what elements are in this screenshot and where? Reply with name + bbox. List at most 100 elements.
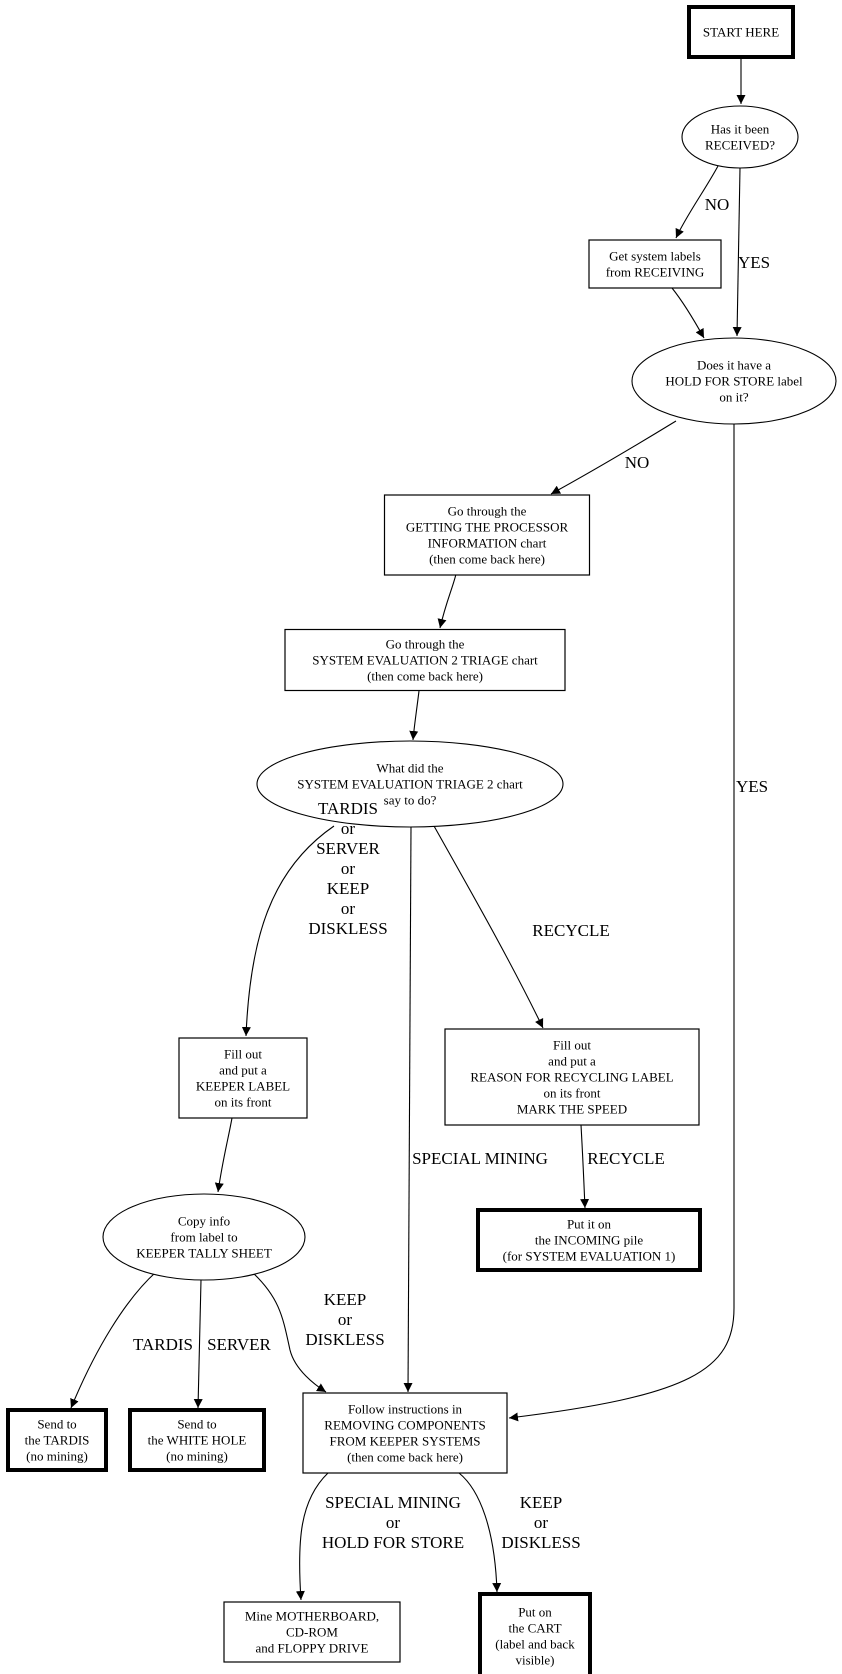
node-label-line: Go through the	[448, 504, 527, 519]
terminal-box	[476, 1208, 702, 1272]
node-label-line: on its front	[543, 1086, 600, 1101]
node-start: START HERE	[687, 5, 795, 59]
edge-label-line: KEEP	[324, 1290, 367, 1309]
node-label-line: and put a	[219, 1063, 267, 1078]
edge-label-copy_info-to-tardis: TARDIS	[133, 1335, 193, 1354]
edge-label-line: DISKLESS	[308, 919, 387, 938]
process-box	[588, 239, 722, 289]
node-label-line: SYSTEM EVALUATION 2 TRIAGE chart	[312, 653, 538, 668]
node-label: START HERE	[703, 25, 779, 40]
node-label-line: (label and back	[495, 1637, 575, 1652]
node-label-line: MARK THE SPEED	[517, 1102, 627, 1117]
node-label-line: Has it been	[711, 122, 770, 137]
edge-label-line: DISKLESS	[501, 1533, 580, 1552]
terminal-box	[128, 1408, 266, 1472]
node-label-line: Copy info	[178, 1214, 230, 1229]
edge-removing-to-mine	[295, 1472, 329, 1601]
edge-label-hold_label-to-removing: YES	[736, 777, 768, 796]
edge-label-line: or	[341, 859, 356, 878]
edge-label-line: TARDIS	[318, 799, 378, 818]
edge-label-recycle_label-to-incoming: RECYCLE	[587, 1149, 664, 1168]
process-box	[178, 1037, 308, 1119]
node-label-line: START HERE	[703, 25, 779, 40]
node-label-line: (no mining)	[26, 1449, 88, 1464]
edge-copy_info-to-tardis	[70, 1271, 157, 1409]
terminal-box	[687, 5, 795, 59]
node-label-line: RECEIVED?	[705, 138, 775, 153]
edge-label-line: YES	[738, 253, 770, 272]
edge-received-to-get_labels	[675, 165, 719, 239]
edge-recycle_label-to-incoming	[580, 1124, 590, 1209]
node-label-line: KEEPER TALLY SHEET	[136, 1246, 272, 1261]
node-label-line: Follow instructions in	[348, 1402, 463, 1417]
edge-label-line: YES	[736, 777, 768, 796]
node-label-line: say to do?	[384, 793, 437, 808]
edge-get_labels-to-hold_label	[671, 287, 705, 339]
edge-label-line: RECYCLE	[532, 921, 609, 940]
edge-processor_info-to-sys_eval_triage	[437, 573, 457, 629]
edge-label-line: or	[341, 819, 356, 838]
node-label-line: KEEPER LABEL	[196, 1079, 290, 1094]
node-label-line: (no mining)	[166, 1449, 228, 1464]
terminal-box	[478, 1592, 592, 1674]
node-label-line: SYSTEM EVALUATION TRIAGE 2 chart	[297, 777, 523, 792]
node-label-line: from RECEIVING	[606, 265, 705, 280]
decision-ellipse	[102, 1193, 306, 1281]
edge-what_did-to-recycle_label	[433, 825, 544, 1029]
edge-label-line: TARDIS	[133, 1335, 193, 1354]
decision-ellipse	[631, 337, 837, 425]
edge-label-line: SPECIAL MINING	[412, 1149, 548, 1168]
process-box	[284, 628, 566, 692]
edge-label-line: KEEP	[520, 1493, 563, 1512]
node-label-line: CD-ROM	[286, 1625, 338, 1640]
edge-label-line: SERVER	[316, 839, 380, 858]
edge-label-line: or	[386, 1513, 401, 1532]
node-label-line: INFORMATION chart	[428, 536, 547, 551]
edge-label-line: KEEP	[327, 879, 370, 898]
node-label-line: from label to	[170, 1230, 237, 1245]
node-label-line: the CART	[508, 1621, 561, 1636]
edge-label-line: NO	[625, 453, 650, 472]
edge-copy_info-to-white_hole	[193, 1279, 203, 1409]
node-label-line: Mine MOTHERBOARD,	[245, 1609, 379, 1624]
decision-ellipse	[681, 105, 799, 169]
node-label-line: on it?	[719, 390, 748, 405]
node-label-line: Fill out	[553, 1038, 591, 1053]
node-label-line: the TARDIS	[25, 1433, 90, 1448]
edge-label-received-to-get_labels: NO	[705, 195, 730, 214]
edge-label-line: SERVER	[207, 1335, 271, 1354]
process-box	[444, 1028, 700, 1126]
node-label-line: (for SYSTEM EVALUATION 1)	[503, 1249, 676, 1264]
node-label-line: and put a	[548, 1054, 596, 1069]
edge-hold_label-to-processor_info	[550, 420, 677, 495]
process-box	[302, 1392, 508, 1474]
edge-hold_label-to-removing	[508, 424, 735, 1422]
node-label-line: Get system labels	[609, 249, 701, 264]
edge-label-line: SPECIAL MINING	[325, 1493, 461, 1512]
edge-label-line: NO	[705, 195, 730, 214]
